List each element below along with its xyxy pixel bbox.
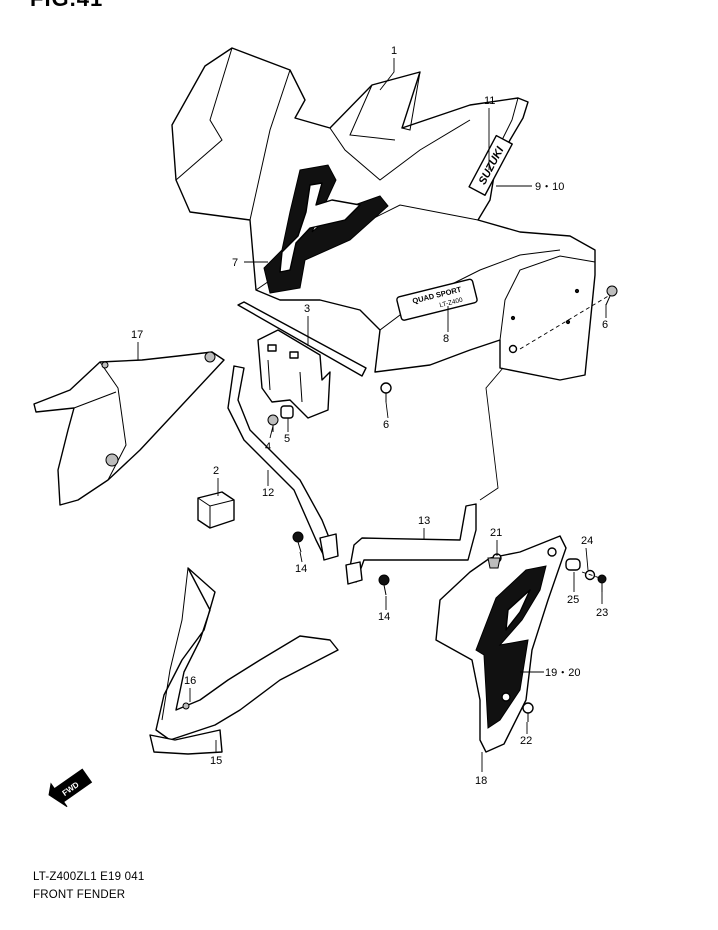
callout-5: 5: [284, 433, 290, 445]
diagram-title: FRONT FENDER: [33, 889, 126, 901]
screw-part-6-left[interactable]: [380, 382, 392, 402]
callout-3: 3: [304, 303, 310, 315]
bolt-part-22[interactable]: [522, 702, 534, 722]
callout-16: 16: [184, 675, 196, 687]
callout-21: 21: [490, 527, 502, 539]
callout-24: 24: [581, 535, 593, 547]
lower-cover-part-15[interactable]: [149, 567, 339, 755]
clip-part-21[interactable]: [487, 557, 501, 569]
callout-6-right: 6: [602, 319, 608, 331]
callout-14-right: 14: [378, 611, 390, 623]
bolt-part-14-left[interactable]: [292, 531, 304, 553]
callout-25: 25: [567, 594, 579, 606]
leader-lines: [137, 58, 607, 772]
collar-part-5[interactable]: [280, 405, 294, 419]
collar-part-25[interactable]: [565, 558, 581, 571]
callout-19-20: 19・20: [545, 667, 580, 679]
callout-8: 8: [443, 333, 449, 345]
support-stay-part-12[interactable]: [227, 365, 339, 561]
callout-14-left: 14: [295, 563, 307, 575]
callout-2: 2: [213, 465, 219, 477]
callout-13: 13: [418, 515, 430, 527]
figure-label: FIG.41: [30, 0, 103, 12]
callout-11: 11: [484, 95, 495, 107]
diagram-reference: LT-Z400ZL1 E19 041: [33, 871, 145, 883]
callout-18: 18: [475, 775, 487, 787]
callout-7: 7: [232, 257, 238, 269]
forward-arrow-icon: FWD: [48, 768, 93, 808]
screw-part-6-right[interactable]: [605, 285, 618, 306]
callout-22: 22: [520, 735, 532, 747]
callout-12: 12: [262, 487, 274, 499]
callout-9-10: 9・10: [535, 181, 564, 193]
cushion-part-2[interactable]: [197, 491, 235, 529]
callout-23: 23: [596, 607, 608, 619]
screw-part-4[interactable]: [267, 414, 279, 432]
callout-4: 4: [265, 441, 271, 453]
stay-part-13[interactable]: [345, 503, 477, 585]
side-cover-part-18[interactable]: [435, 535, 567, 753]
assembly-dash-line: [519, 294, 611, 350]
fender-bracket-part-3[interactable]: [237, 301, 367, 419]
front-fender-part-1[interactable]: SUZUKI QUAD SPORT LT-Z400: [171, 47, 596, 381]
side-cover-part-17[interactable]: [33, 351, 225, 506]
screw-part-23[interactable]: [597, 574, 607, 592]
callout-17: 17: [131, 329, 143, 341]
bolt-part-14-right[interactable]: [378, 574, 390, 596]
callout-6-left: 6: [383, 419, 389, 431]
assembly-dash-line: [581, 571, 601, 579]
callout-15: 15: [210, 755, 222, 767]
callout-1: 1: [391, 45, 397, 57]
